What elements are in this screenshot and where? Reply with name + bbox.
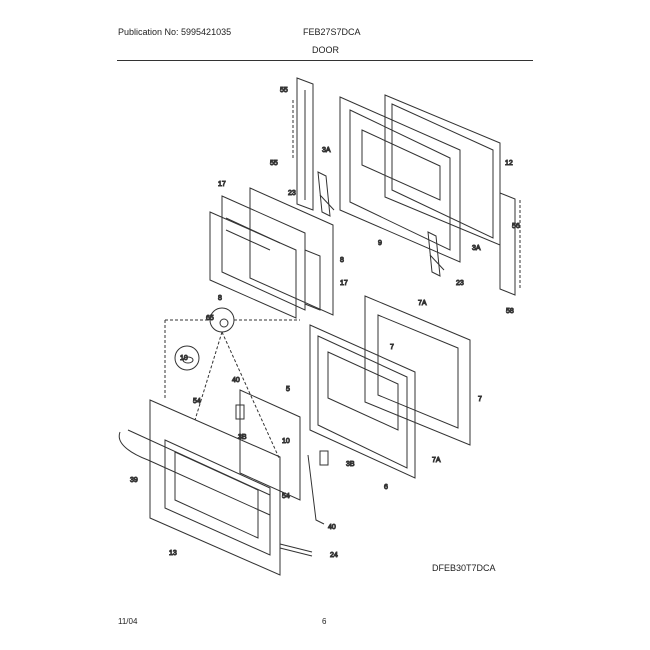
outer-door-frame	[309, 324, 416, 479]
insulation-panel	[364, 295, 471, 446]
leader-lines	[164, 100, 521, 461]
glass-pack	[209, 187, 334, 319]
brackets	[235, 404, 329, 525]
publication-date: 11/04	[118, 617, 138, 626]
callout-8: 8	[218, 295, 222, 302]
publication-number: Publication No: 5995421035	[118, 27, 232, 37]
outer-door-panel	[149, 399, 281, 576]
callout-65: 65	[206, 315, 214, 322]
callout-3b: 3B	[346, 461, 355, 468]
callout-24: 24	[330, 552, 338, 559]
callout-54: 54	[193, 398, 201, 405]
callout-40: 40	[232, 377, 240, 384]
door-liner-panel	[384, 94, 501, 246]
inner-door-frame	[339, 96, 461, 263]
right-hinge-channel	[499, 192, 516, 296]
hinge-left	[317, 171, 335, 217]
callout-7: 7	[478, 396, 482, 403]
callout-40: 40	[328, 524, 336, 531]
callout-10: 10	[282, 438, 290, 445]
callout-8: 8	[340, 257, 344, 264]
callout-7: 7	[390, 344, 394, 351]
callout-17: 17	[218, 181, 226, 188]
callout-7a: 7A	[418, 300, 427, 307]
callout-5: 5	[286, 386, 290, 393]
callout-10: 10	[180, 355, 188, 362]
door-handle	[118, 429, 271, 516]
callout-13: 13	[169, 550, 177, 557]
hinge-right	[427, 231, 445, 277]
callout-6: 6	[384, 484, 388, 491]
section-title: DOOR	[312, 45, 339, 55]
callout-3a: 3A	[322, 147, 331, 154]
callout-12: 12	[505, 160, 513, 167]
callout-7a: 7A	[432, 457, 441, 464]
callout-3a: 3A	[472, 245, 481, 252]
bottom-trim	[279, 543, 313, 557]
left-hinge-channel	[296, 77, 314, 211]
callout-3b: 3B	[238, 434, 247, 441]
figure-id: DFEB30T7DCA	[432, 563, 496, 573]
callout-39: 39	[130, 477, 138, 484]
callout-23: 23	[288, 190, 296, 197]
callout-23: 23	[456, 280, 464, 287]
callout-55: 55	[270, 160, 278, 167]
callout-55: 55	[280, 87, 288, 94]
callout-9: 9	[378, 240, 382, 247]
spring	[174, 345, 200, 371]
callout-56: 56	[512, 223, 520, 230]
callout-54: 54	[282, 493, 290, 500]
model-number: FEB27S7DCA	[303, 27, 361, 37]
header-rule	[117, 60, 533, 61]
callout-58: 58	[506, 308, 514, 315]
page-number: 6	[322, 617, 327, 626]
inner-glass-panel	[239, 389, 301, 501]
callout-17: 17	[340, 280, 348, 287]
